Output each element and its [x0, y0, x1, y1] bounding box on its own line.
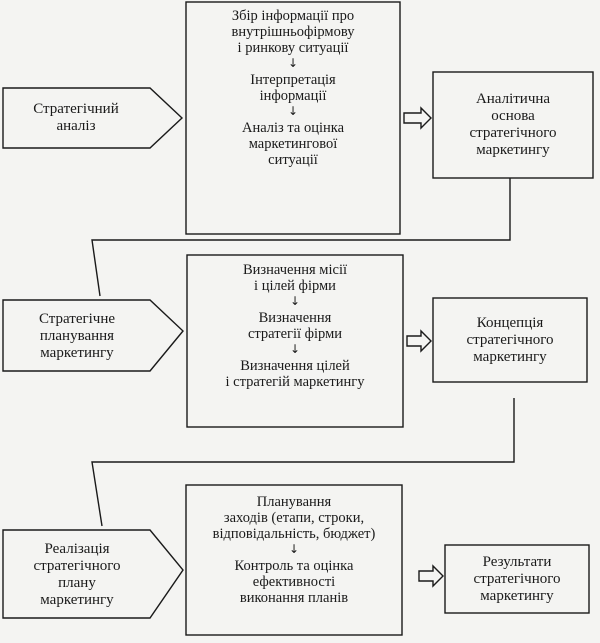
- down-arrow-icon: ↓: [289, 294, 301, 308]
- step-2-1: Визначення місії і цілей фірми: [242, 262, 347, 294]
- process-steps-1: Збір інформації про внутрішньофірмову і …: [190, 8, 396, 168]
- process-box-2: [186, 254, 404, 428]
- input-shape-2: [2, 299, 184, 372]
- step-3-2: Контроль та оцінка ефективності виконанн…: [234, 558, 354, 606]
- input-label-1: Стратегічний аналіз: [33, 101, 119, 134]
- input-shape-3: [2, 529, 184, 619]
- step-2-2: Визначення стратегії фірми: [247, 310, 343, 342]
- output-label-2: Концепція стратегічного маркетингу: [466, 314, 554, 365]
- connector-2-3: [91, 398, 515, 527]
- connector-1-2: [91, 178, 511, 297]
- output-box-3: [444, 544, 590, 614]
- process-box-1: [185, 1, 401, 235]
- down-arrow-icon: ↓: [288, 542, 300, 556]
- down-arrow-icon: ↓: [287, 56, 299, 70]
- step-3-1: Планування заходів (етапи, строки, відпо…: [212, 494, 376, 542]
- process-steps-3: Планування заходів (етапи, строки, відпо…: [190, 494, 398, 606]
- step-2-3: Визначення цілей і стратегій маркетингу: [225, 358, 365, 390]
- hollow-arrow-3: [418, 564, 444, 588]
- output-label-1: Аналітична основа стратегічного маркетин…: [469, 91, 557, 158]
- down-arrow-icon: ↓: [289, 342, 301, 356]
- input-shape-1: [2, 87, 184, 149]
- process-box-3: [185, 484, 403, 636]
- input-label-2: Стратегічне планування маркетингу: [38, 310, 116, 361]
- input-label-3: Реалізація стратегічного плану маркетинг…: [33, 541, 121, 608]
- output-box-2: [432, 297, 588, 383]
- step-1-3: Аналіз та оцінка маркетингової ситуації: [241, 120, 345, 168]
- process-steps-2: Визначення місії і цілей фірми ↓ Визначе…: [191, 262, 399, 390]
- hollow-arrow-2: [406, 329, 432, 353]
- output-box-1: [432, 71, 594, 179]
- step-1-1: Збір інформації про внутрішньофірмову і …: [231, 8, 355, 56]
- step-1-2: Інтерпретація інформації: [250, 72, 336, 104]
- hollow-arrow-1: [403, 106, 432, 130]
- output-label-3: Результати стратегічного маркетингу: [473, 553, 561, 604]
- down-arrow-icon: ↓: [287, 104, 299, 118]
